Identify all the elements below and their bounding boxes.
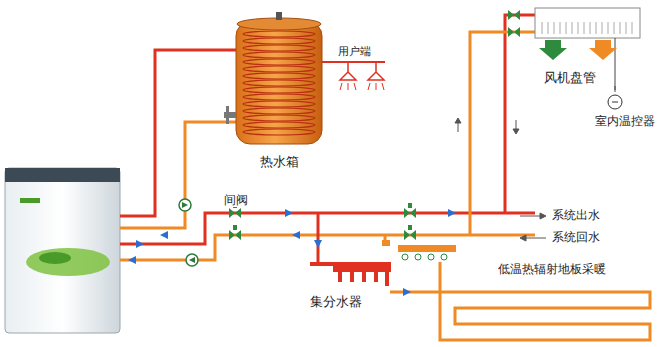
annotation-label: 间阀 [222, 193, 250, 207]
component-node: 室内温控器 [583, 92, 667, 128]
component-label: 集分水器 [308, 294, 364, 310]
annotation-label: 系统回水 [550, 230, 602, 244]
annotation-label: 系统出水 [550, 208, 602, 222]
component-node: 风机盘管 [512, 6, 647, 86]
annotation-label: 用户端 [336, 45, 373, 58]
component-label: 室内温控器 [593, 114, 657, 128]
connector-line [615, 86, 616, 92]
component-label: 热水箱 [258, 154, 301, 170]
component-node: 集分水器 [296, 258, 400, 310]
component-node: 低温热辐射地板采暖 [396, 240, 608, 276]
component-label: 低温热辐射地板采暖 [496, 262, 608, 276]
component-label: 风机盘管 [542, 70, 598, 86]
component-node: 热水箱 [230, 20, 328, 170]
